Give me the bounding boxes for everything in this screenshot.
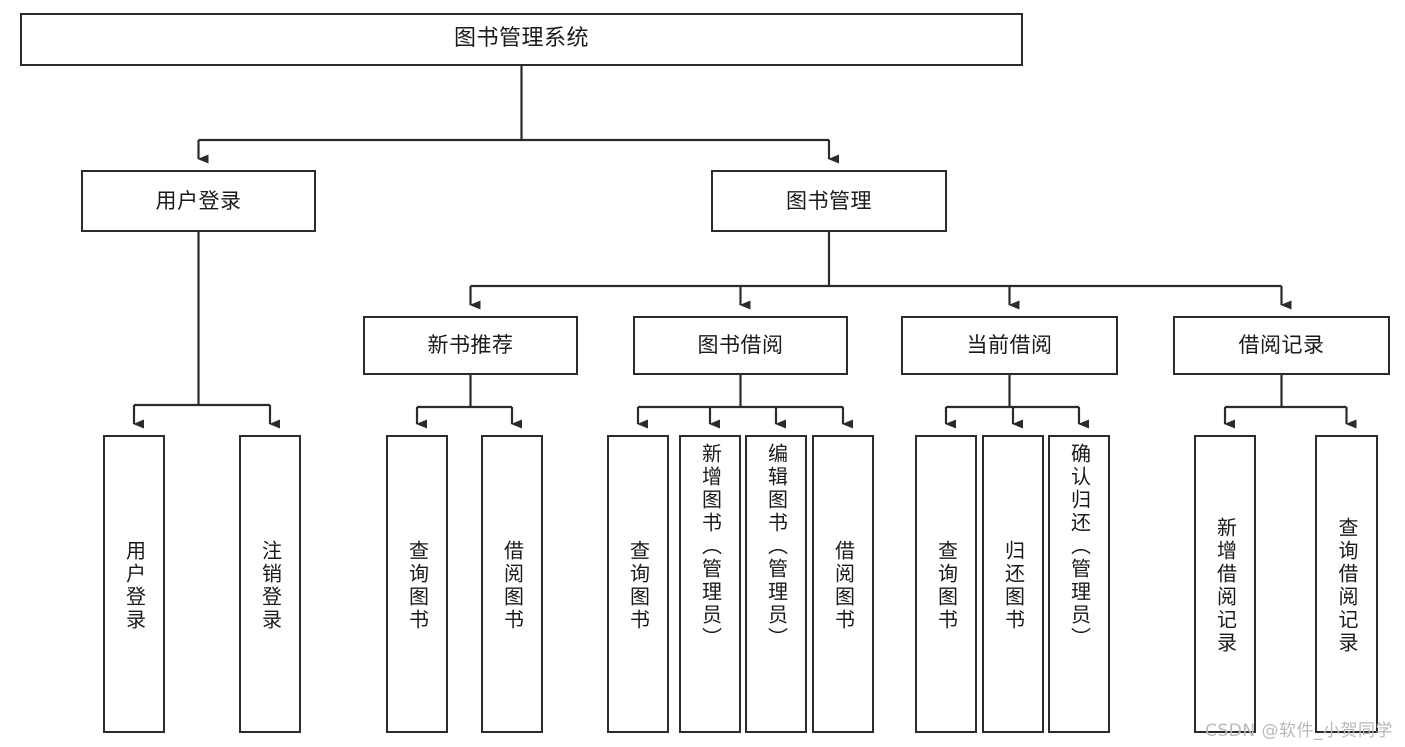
node-label: 确认归还（管理员）: [1067, 443, 1092, 650]
node-label: 新增借阅记录: [1213, 517, 1238, 655]
node-label: 查询图书: [626, 540, 651, 632]
node-leaf-query-book-2[interactable]: 查询图书: [607, 435, 669, 733]
node-leaf-borrow-book-1[interactable]: 借阅图书: [481, 435, 543, 733]
node-label: 查询图书: [405, 540, 430, 632]
node-leaf-borrow-book-2[interactable]: 借阅图书: [812, 435, 874, 733]
node-leaf-edit-book[interactable]: 编辑图书（管理员）: [745, 435, 807, 733]
node-leaf-query-record[interactable]: 查询借阅记录: [1315, 435, 1378, 733]
node-leaf-return-book[interactable]: 归还图书: [982, 435, 1044, 733]
node-user-login[interactable]: 用户登录: [81, 170, 316, 232]
node-label: 图书管理系统: [453, 26, 589, 52]
connector-bar: [198, 66, 829, 142]
node-leaf-query-book-1[interactable]: 查询图书: [386, 435, 448, 733]
node-label: 新增图书（管理员）: [698, 443, 723, 650]
node-leaf-user-logout[interactable]: 注销登录: [239, 435, 301, 733]
node-label: 图书管理: [786, 188, 872, 213]
node-leaf-add-book[interactable]: 新增图书（管理员）: [679, 435, 741, 733]
node-borrow-record[interactable]: 借阅记录: [1173, 316, 1390, 375]
node-label: 查询借阅记录: [1335, 517, 1359, 655]
node-leaf-user-login[interactable]: 用户登录: [103, 435, 165, 733]
node-leaf-add-record[interactable]: 新增借阅记录: [1194, 435, 1256, 733]
node-label: 当前借阅: [966, 333, 1053, 358]
watermark: CSDN @软件_小贺同学: [1205, 721, 1393, 741]
node-book-borrow[interactable]: 图书借阅: [633, 316, 848, 375]
node-new-book-rec[interactable]: 新书推荐: [363, 316, 578, 375]
node-leaf-confirm-return[interactable]: 确认归还（管理员）: [1048, 435, 1110, 733]
node-label: 新书推荐: [427, 333, 514, 358]
node-label: 用户登录: [155, 188, 242, 213]
node-label: 图书借阅: [697, 333, 784, 358]
node-label: 查询图书: [934, 540, 959, 632]
connector-bar: [946, 375, 1079, 409]
connector-bar: [470, 232, 1282, 288]
node-current-borrow[interactable]: 当前借阅: [901, 316, 1118, 375]
connector-bar: [638, 375, 843, 409]
node-leaf-query-book-3[interactable]: 查询图书: [915, 435, 977, 733]
node-label: 注销登录: [258, 540, 283, 632]
node-label: 归还图书: [1001, 540, 1026, 632]
node-label: 编辑图书（管理员）: [764, 443, 789, 650]
node-label: 借阅图书: [831, 540, 856, 632]
node-label: 借阅图书: [500, 540, 525, 632]
connector-bar: [1225, 375, 1347, 409]
node-label: 借阅记录: [1238, 333, 1325, 358]
node-label: 用户登录: [122, 540, 147, 632]
connector-bar: [417, 375, 512, 409]
connector-bar: [134, 232, 270, 407]
node-book-manage[interactable]: 图书管理: [711, 170, 947, 232]
node-root[interactable]: 图书管理系统: [20, 13, 1023, 66]
